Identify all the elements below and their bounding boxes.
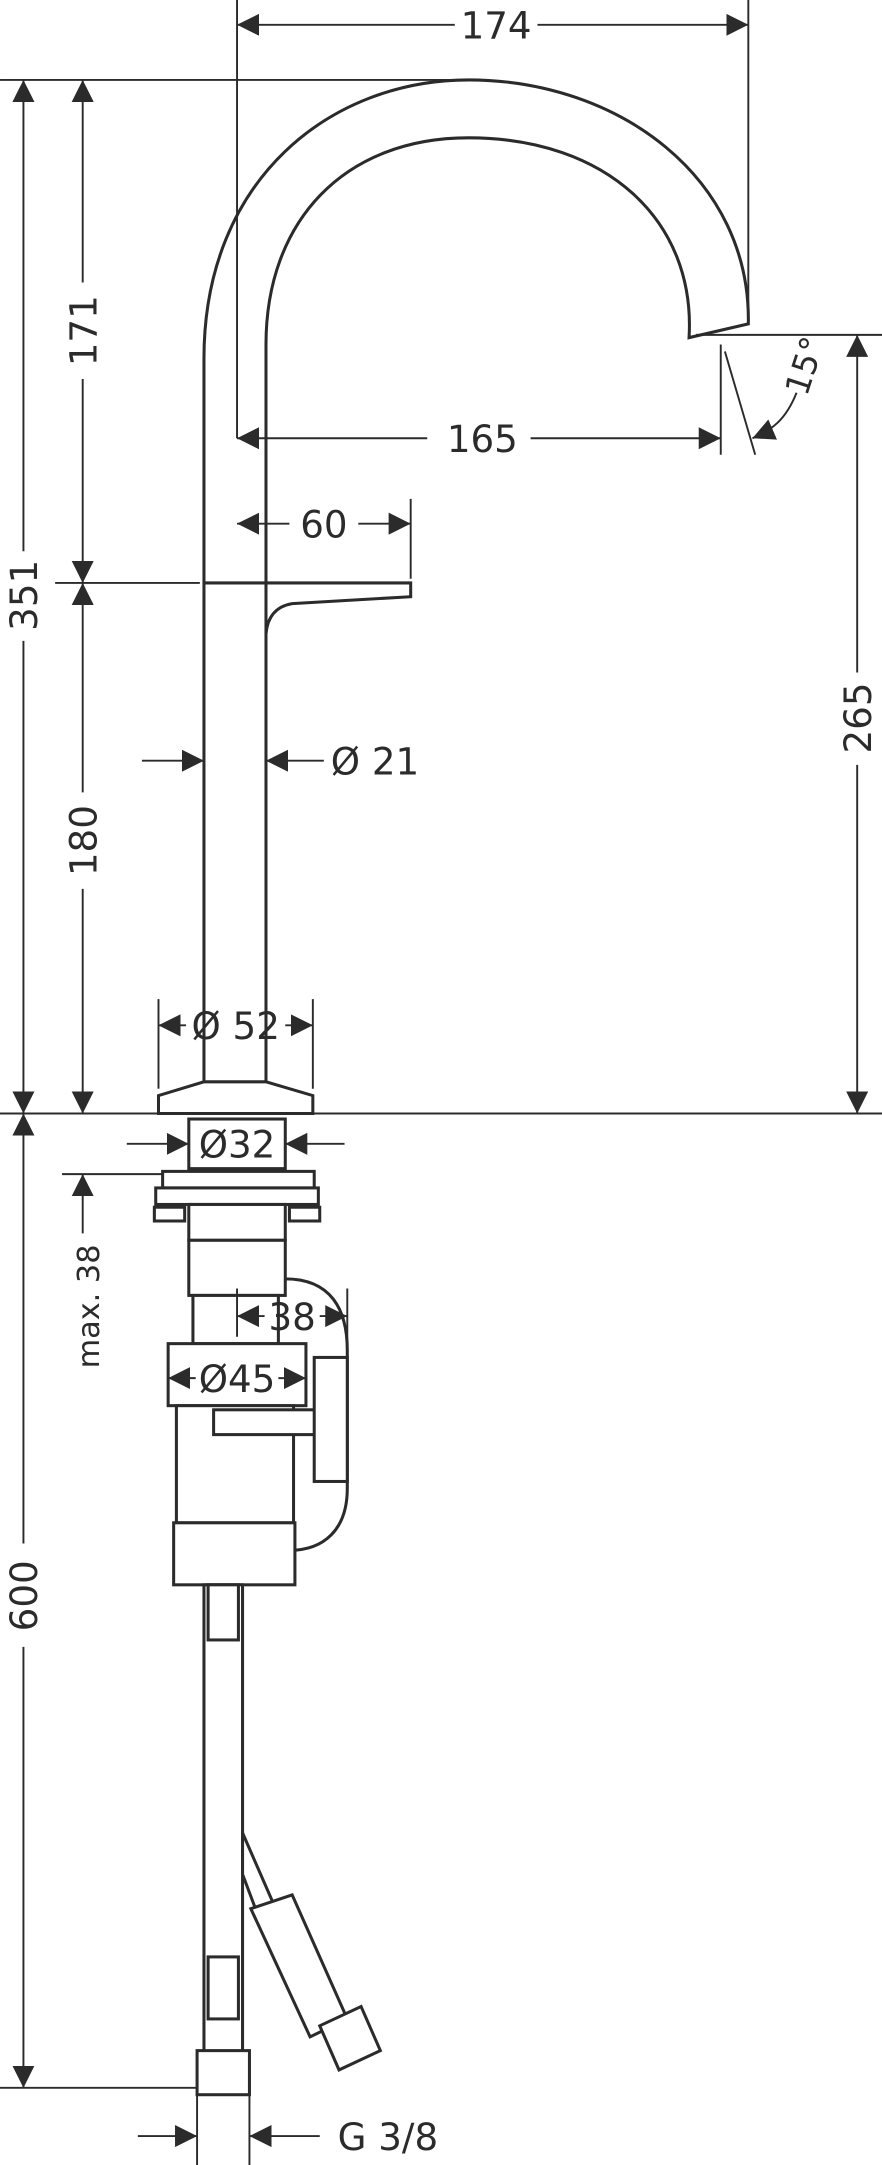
label-174: 174 — [461, 4, 532, 48]
dimension-shank-diameter: Ø32 — [126, 1123, 345, 1167]
label-171: 171 — [61, 295, 105, 366]
label-15-degrees: 15° — [777, 332, 832, 400]
label-351: 351 — [2, 560, 46, 631]
dimension-width-total: 174 — [236, 0, 750, 439]
label-diameter-45: Ø45 — [199, 1357, 276, 1401]
dimension-tube-diameter: Ø 21 — [141, 739, 419, 783]
dimension-total-height: 351 — [2, 79, 46, 1114]
faucet-base — [152, 1080, 349, 1587]
label-600: 600 — [2, 1560, 46, 1631]
dimension-hose-length: 600 — [2, 1113, 46, 2088]
dimension-outlet-height: 265 — [836, 334, 880, 1114]
label-diameter-21: Ø 21 — [331, 739, 419, 783]
label-38: 38 — [269, 1295, 316, 1339]
dimension-body-height: 180 — [61, 582, 105, 1114]
dimension-spout-angle: 15° — [723, 332, 833, 456]
label-60: 60 — [300, 502, 347, 546]
dimension-connection-thread: G 3/8 — [137, 2094, 439, 2165]
label-diameter-32: Ø32 — [199, 1123, 276, 1167]
dimension-max-counter: max. 38 — [71, 1174, 107, 1369]
dimension-spout-reach: 165 — [237, 344, 722, 461]
dimension-nut-diameter: Ø45 — [168, 1357, 306, 1401]
dimension-lever-length: 60 — [237, 498, 412, 579]
dimension-offset: 38 — [236, 1288, 349, 1358]
dimension-spout-height: 171 — [61, 79, 105, 583]
label-265: 265 — [836, 682, 880, 753]
dimension-base-diameter: Ø 52 — [157, 999, 314, 1089]
label-g-3-8: G 3/8 — [338, 2115, 439, 2159]
label-180: 180 — [61, 805, 105, 876]
label-diameter-52: Ø 52 — [191, 1004, 279, 1048]
label-165: 165 — [447, 417, 518, 461]
label-max-38: max. 38 — [72, 1245, 107, 1369]
faucet-spout — [202, 78, 750, 1089]
supply-hoses — [195, 1583, 383, 2097]
